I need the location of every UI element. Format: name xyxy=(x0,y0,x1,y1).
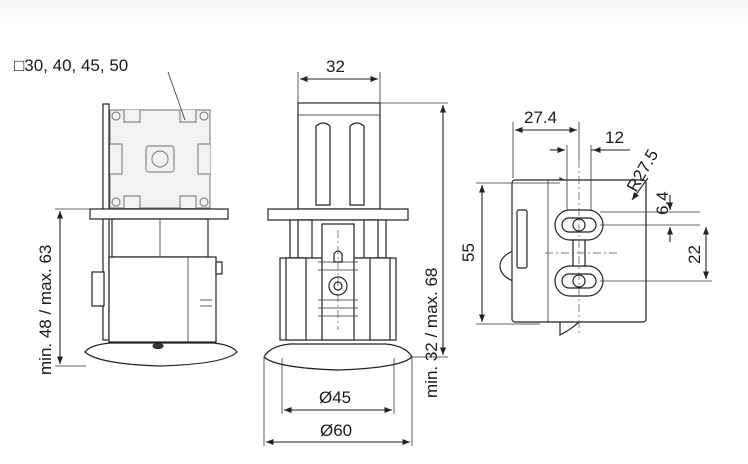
right-view xyxy=(476,122,712,336)
profile-size-label: □30, 40, 45, 50 xyxy=(14,56,128,75)
middle-flange xyxy=(267,208,409,221)
diameter-outer-label: Ø60 xyxy=(320,421,352,440)
side-screw xyxy=(215,261,223,275)
diameter-inner-label: Ø45 xyxy=(319,388,351,407)
radius-label: R27.5 xyxy=(623,146,662,195)
side-clip xyxy=(91,271,105,307)
profile-cross-section xyxy=(109,109,211,209)
slot-offset-label: 6.4 xyxy=(653,191,672,215)
middle-foot-pad xyxy=(263,343,413,371)
top-flange xyxy=(89,208,229,220)
top-block xyxy=(297,102,381,210)
depth-label: 27.4 xyxy=(524,108,557,127)
slot-spacing-label: 22 xyxy=(685,245,704,264)
left-height-label: min. 48 / max. 63 xyxy=(36,245,55,375)
total-height-label: 55 xyxy=(459,243,478,262)
left-view xyxy=(55,71,238,367)
bracket-plate xyxy=(102,103,110,341)
foot-pad xyxy=(84,342,238,367)
middle-height-label: min. 32 / max. 68 xyxy=(422,268,441,398)
top-width-label: 32 xyxy=(326,57,345,76)
window-top-bar xyxy=(0,0,748,22)
slot-width-label: 12 xyxy=(605,128,624,147)
middle-view xyxy=(263,72,448,446)
body-lower xyxy=(108,256,217,343)
